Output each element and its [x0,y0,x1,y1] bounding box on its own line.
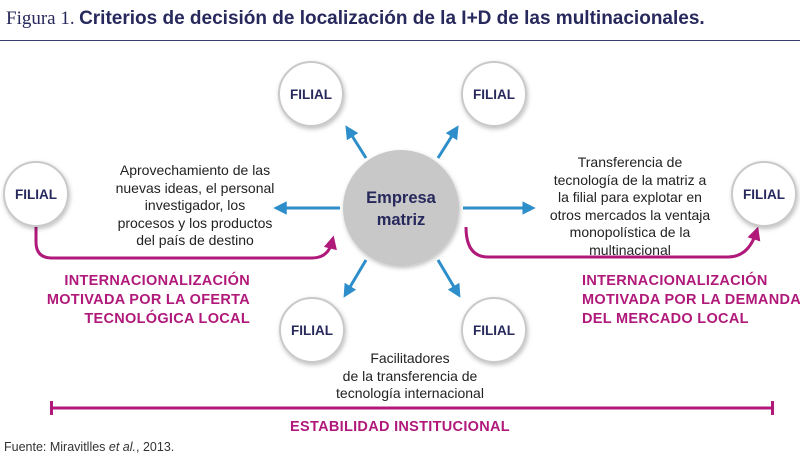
left-curve-arrow [34,226,337,260]
bottom-category-label: ESTABILIDAD INSTITUCIONAL [290,419,510,435]
left-description-line: nuevas ideas, el personal [115,179,275,196]
bottom-description: Facilitadores de la transferencia de tec… [290,350,530,403]
left-description-line: del país de destino [136,232,254,248]
figure-header: Figura 1. Criterios de decisión de local… [6,8,705,30]
right-category-line: MOTIVADA POR LA DEMANDA [582,292,800,308]
right-description-line: monopolística de la [569,224,691,240]
filial-left: FILIAL [3,161,69,227]
arrow-down-right [436,259,461,298]
figure-label: Figura 1. [6,8,75,29]
source-note: Fuente: Miravitlles et al., 2013. [4,440,174,454]
right-category-label: INTERNACIONALIZACIÓN MOTIVADA POR LA DEM… [582,272,800,329]
stability-bar [50,401,774,415]
right-description-line: Transferencia de [577,154,683,170]
bottom-description-line: Facilitadores [370,350,450,366]
source-italic: et al. [108,440,137,454]
right-description-line: multinacional [589,241,671,258]
left-category-line: TECNOLÓGICA LOCAL [84,311,250,327]
center-label-line1: Empresa [366,189,437,207]
center-label-line2: matriz [377,211,426,229]
filial-top-left: FILIAL [278,61,344,127]
left-description-line: procesos y los productos [117,214,273,231]
figure-title: Criterios de decisión de localización de… [79,8,705,29]
filial-label: FILIAL [15,187,57,202]
right-description-line: la filial para explotar en [558,189,702,205]
filial-label: FILIAL [473,87,515,102]
bottom-description-line: tecnología internacional [336,385,484,401]
arrow-down-left [343,259,368,298]
title-divider [0,40,800,41]
filial-label: FILIAL [291,323,333,338]
left-description-line: investigador, los [144,197,246,213]
left-category-line: MOTIVADA POR LA OFERTA [46,292,250,308]
filial-label: FILIAL [473,323,515,338]
right-category-line: INTERNACIONALIZACIÓN [582,273,768,289]
left-description-line: Aprovechamiento de las [119,162,271,178]
filial-label: FILIAL [743,187,785,202]
source-suffix: , 2013. [136,440,175,454]
filial-right: FILIAL [731,161,797,227]
filial-bottom-left: FILIAL [279,297,345,363]
center-node: Empresa matriz [343,150,459,266]
left-description: Aprovechamiento de las nuevas ideas, el … [80,162,310,250]
filial-bottom-right: FILIAL [461,297,527,363]
right-description: Transferencia de tecnología de la matriz… [530,154,730,259]
arrow-up-left [345,125,368,159]
filial-top-right: FILIAL [461,61,527,127]
right-description-line: otros mercados la ventaja [549,206,711,223]
source-prefix: Fuente: Miravitlles [4,440,109,454]
radial-arrows [273,125,536,298]
left-category-label: INTERNACIONALIZACIÓN MOTIVADA POR LA OFE… [40,272,250,329]
left-category-line: INTERNACIONALIZACIÓN [64,273,250,289]
right-category-line: DEL MERCADO LOCAL [582,311,749,327]
right-curve-arrow [464,226,761,259]
bottom-description-line: de la transferencia de [342,367,478,384]
right-description-line: tecnología de la matriz a [553,171,707,188]
filial-label: FILIAL [290,87,332,102]
arrow-up-right [436,125,459,159]
